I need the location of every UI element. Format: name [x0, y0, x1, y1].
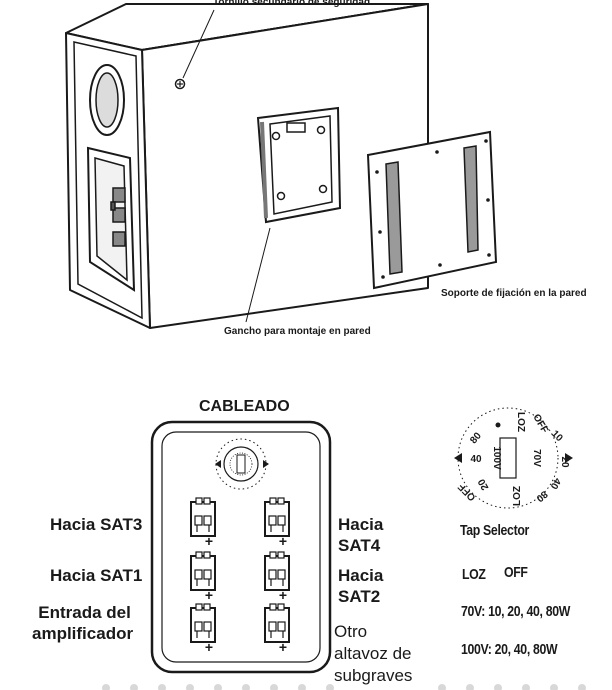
wall-hook-plate: [256, 106, 342, 224]
front-panel: [73, 41, 143, 320]
label-to-sat1: Hacia SAT1: [50, 566, 143, 585]
label-other-sub-line2: altavoz de: [334, 644, 412, 663]
wall-bracket: [366, 130, 498, 290]
label-to-sat2: Hacia SAT2: [338, 565, 383, 607]
terminal-amp-input: [190, 603, 216, 643]
tap-selector-title: Tap Selector: [460, 522, 529, 539]
label-security-screw: Tornillo secundario de seguridad: [213, 0, 371, 8]
terminal-sat3: [190, 497, 216, 537]
left-arrow-icon: [454, 453, 462, 463]
dial-mark: 20: [559, 456, 570, 468]
leader-line-screw: [182, 9, 215, 79]
label-amp-input: Entrada del amplificador: [32, 602, 133, 644]
terminal-sat2: [264, 551, 290, 591]
label-to-sat4-line1: Hacia: [338, 515, 384, 534]
label-other-sub: Otro altavoz de subgraves: [334, 621, 412, 687]
terminal-sat1: [190, 551, 216, 591]
label-to-sat4-line2: SAT4: [338, 536, 381, 555]
dial-mark: 40: [547, 476, 562, 492]
tap-off-label: OFF: [504, 564, 528, 581]
label-wall-hook: Gancho para montaje en pared: [224, 326, 371, 337]
terminal-other-sub: [264, 603, 290, 643]
leader-line-hook: [245, 227, 271, 323]
label-wall-bracket: Soporte de fijación en la pared: [441, 288, 587, 299]
tap-selector-slot: [499, 437, 517, 479]
tap-loz-label: LOZ: [462, 566, 486, 583]
plus-sign: +: [279, 587, 287, 603]
polarity-plus-signs: + + + + + +: [205, 533, 287, 655]
wiring-title: CABLEADO: [199, 398, 290, 415]
terminal-sat4: [264, 497, 290, 537]
tap-70v-line: 70V: 10, 20, 40, 80W: [461, 603, 571, 620]
label-to-sat2-line1: Hacia: [338, 566, 384, 585]
label-to-sat2-line2: SAT2: [338, 587, 381, 606]
dial-mark: LOZ: [515, 412, 526, 432]
security-screw-icon: [174, 78, 186, 90]
plus-sign: +: [279, 533, 287, 549]
dial-mark: 100V: [491, 446, 502, 470]
wiring-panel: [150, 420, 332, 674]
right-arrow-icon: [565, 453, 573, 463]
label-other-sub-line3: subgraves: [334, 666, 413, 685]
plus-sign: +: [205, 639, 213, 655]
page-dots: [102, 684, 586, 690]
label-amp-input-line1: Entrada del: [38, 603, 131, 622]
label-amp-input-line2: amplificador: [32, 624, 134, 643]
panel-tap-dial-icon: [215, 438, 269, 490]
dial-mark: LOZ: [512, 486, 523, 506]
plus-sign: +: [205, 587, 213, 603]
tap-selector-dial: [454, 407, 573, 509]
label-other-sub-line1: Otro: [334, 622, 368, 641]
dial-mark: 70V: [531, 449, 542, 467]
tap-100v-line: 100V: 20, 40, 80W: [461, 641, 558, 658]
plus-sign: +: [279, 639, 287, 655]
dial-mark: 40: [470, 454, 482, 465]
label-to-sat4: Hacia SAT4: [338, 514, 383, 556]
plus-sign: +: [205, 533, 213, 549]
dial-mark: 20: [476, 476, 491, 492]
label-to-sat3: Hacia SAT3: [50, 515, 143, 534]
